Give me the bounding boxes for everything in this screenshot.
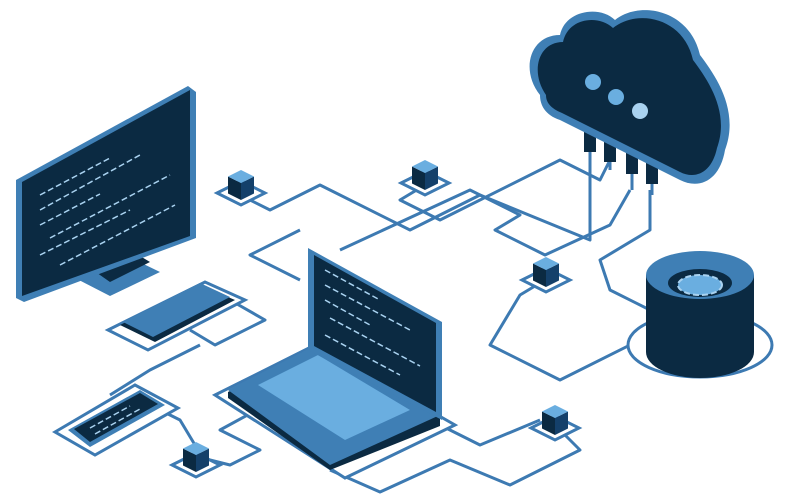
code-line [59,204,176,266]
laptop-code-lines [324,269,421,376]
cube-right-face [196,448,209,472]
node-cube [168,442,224,479]
code-line [39,157,111,196]
node-cube [397,160,453,197]
wire [109,343,201,397]
desktop-monitor [16,86,196,302]
cube-right-face [425,166,438,190]
code-line [324,284,411,331]
wire [189,298,267,347]
cloud-body [537,18,721,176]
monitor-code-lines [39,154,176,266]
cube-left-face [183,448,196,472]
cube-right-face [555,411,568,435]
cube-right-face [546,263,559,287]
wire [239,183,592,242]
smartphone [52,383,182,457]
code-line [89,405,131,429]
keyboard-keys [123,283,230,337]
wire [339,188,632,257]
wire [248,228,301,282]
cube-top-face [542,405,568,418]
wire [598,190,652,312]
cloud [529,10,730,195]
cube-top-face [183,442,209,455]
cube-right-face [241,176,254,200]
wire [329,423,582,494]
network-nodes [168,160,583,479]
code-line [39,154,141,211]
laptop [211,248,459,480]
code-line [49,174,171,239]
cloud-dot [585,74,601,90]
cloud-dot [608,89,624,105]
cube-top-face [228,170,254,183]
cube-left-face [533,263,546,287]
database-cylinder [626,251,774,379]
database-body [646,275,754,378]
wire [398,158,612,222]
node-cube [213,170,269,207]
laptop-keys [258,355,410,440]
code-line [39,193,101,226]
node-cube [527,405,583,442]
laptop-screen [314,255,436,412]
database-light [677,274,723,296]
cloud-dot [632,103,648,119]
cube-top-face [533,257,559,270]
cube-left-face [412,166,425,190]
code-line [39,209,131,256]
cube-left-face [542,411,555,435]
monitor-screen [22,90,190,296]
code-line [324,334,401,376]
cube-top-face [412,160,438,173]
desktop-keyboard [104,280,249,352]
phone-screen [74,393,158,442]
cube-left-face [228,176,241,200]
code-line [324,269,381,301]
wire [209,398,276,467]
code-line [329,317,421,367]
node-cube [518,257,574,294]
